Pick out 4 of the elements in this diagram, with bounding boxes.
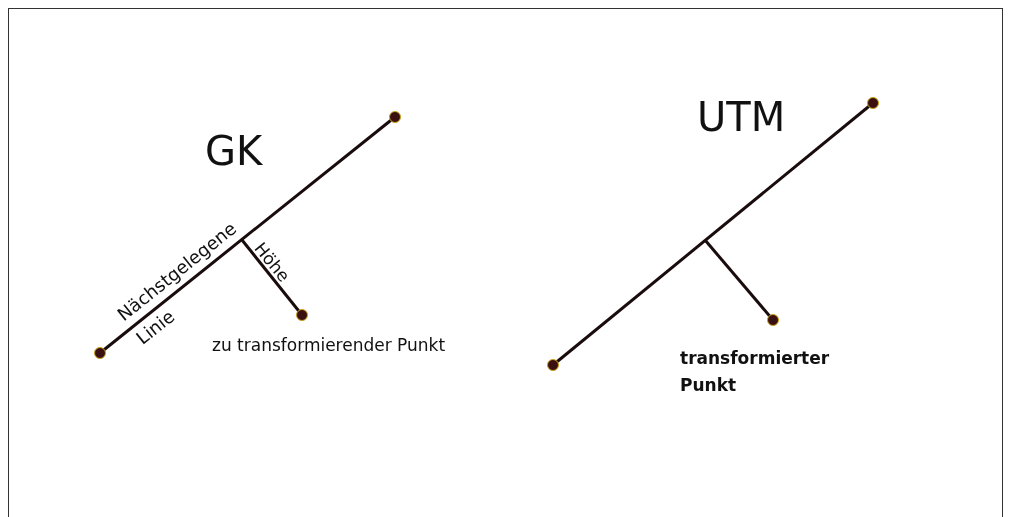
projection-heading: GK xyxy=(205,128,263,174)
point-label: transformierter Punkt xyxy=(680,347,831,398)
point-label: zu transformierender Punkt xyxy=(212,334,447,357)
projection-heading: UTM xyxy=(697,94,786,140)
